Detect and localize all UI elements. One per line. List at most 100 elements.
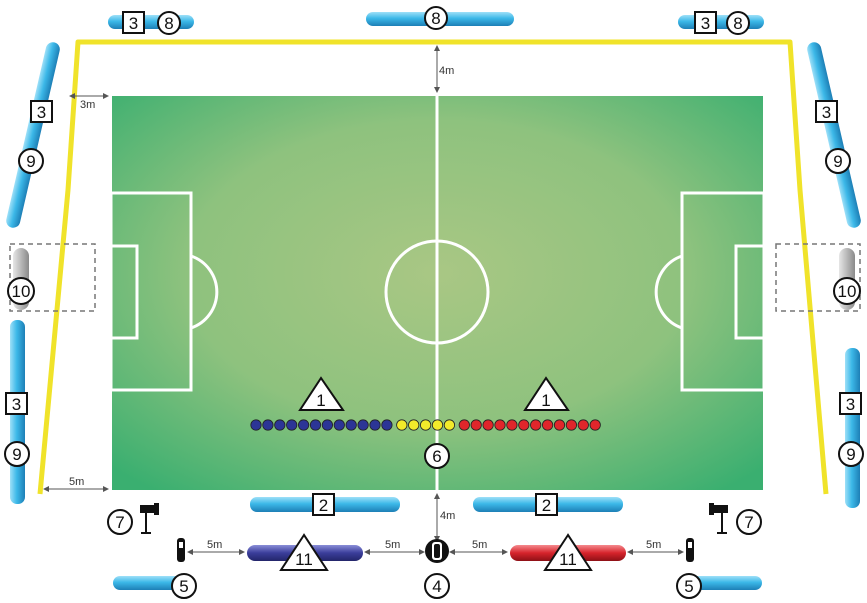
- microphone-icon: [686, 538, 694, 562]
- red-player-dot: [470, 419, 482, 431]
- marker-10-right-label: 10: [838, 282, 857, 301]
- marker-5-left-label: 5: [179, 577, 188, 596]
- marker-circle-8-top-center: 8: [424, 6, 448, 30]
- bottom-gap-label: 4m: [440, 510, 455, 522]
- yellow-official-dot: [408, 419, 420, 431]
- marker-square-3-right-lower: 3: [839, 392, 862, 415]
- red-player-dot: [577, 419, 589, 431]
- marker-8-top-center-label: 8: [431, 9, 440, 28]
- blue-player-dot: [274, 419, 286, 431]
- marker-circle-10-right: 10: [833, 277, 861, 305]
- marker-circle-9-left-upper: 9: [18, 148, 44, 174]
- blue-player-dot: [297, 419, 310, 431]
- bench-gap-label-2: 5m: [385, 539, 400, 551]
- left-goal-area: [109, 244, 139, 340]
- banner-right-upper: [807, 42, 861, 228]
- marker-10-left-label: 10: [12, 282, 31, 301]
- marker-3-left-upper-label: 3: [37, 103, 46, 122]
- marker-circle-6: 6: [424, 443, 450, 469]
- marker-circle-5-left: 5: [171, 573, 197, 599]
- marker-circle-9-left-lower: 9: [4, 441, 30, 467]
- center-circle: [384, 239, 490, 345]
- marker-5-right-label: 5: [684, 577, 693, 596]
- marker-circle-9-right-lower: 9: [838, 441, 864, 467]
- banner-right-lower: [845, 348, 860, 508]
- marker-square-2-right: 2: [535, 493, 558, 516]
- marker-circle-7-left: 7: [107, 509, 133, 535]
- marker-11-left-label: 11: [295, 550, 313, 569]
- microphone-icon: [177, 538, 185, 562]
- left-penalty-arc: [190, 254, 219, 330]
- blue-player-dot: [250, 419, 262, 431]
- banner-top-right: [678, 15, 764, 29]
- marker-3-top-left-label: 3: [129, 14, 138, 33]
- perimeter-boundary: [37, 39, 829, 495]
- red-player-dot: [458, 419, 470, 431]
- red-player-dot: [589, 419, 601, 431]
- marker-circle-10-left: 10: [7, 277, 35, 305]
- bench-gap-label-1: 5m: [207, 539, 222, 551]
- red-player-dot: [541, 419, 554, 431]
- marker-3-right-upper-label: 3: [822, 103, 831, 122]
- marker-circle-4: 4: [424, 573, 450, 599]
- blue-player-dot: [333, 419, 345, 431]
- yellow-official-dot: [443, 419, 455, 431]
- yellow-official-dot: [396, 419, 408, 431]
- red-player-dot: [530, 419, 542, 431]
- red-player-dot: [494, 419, 506, 431]
- top-gap-label: 4m: [439, 65, 454, 77]
- marker-4-label: 4: [432, 577, 441, 596]
- banner-top-left: [108, 15, 194, 29]
- referee-icon: [425, 539, 449, 563]
- right-penalty-arc: [654, 254, 683, 330]
- marker-triangle-11-right: 11: [543, 533, 593, 571]
- side-gap-label: 3m: [80, 99, 95, 111]
- marker-9-right-upper-label: 9: [833, 152, 842, 171]
- red-player-dot: [565, 419, 578, 431]
- marker-8-top-right-label: 8: [733, 14, 742, 33]
- marker-7-right-label: 7: [744, 513, 753, 532]
- marker-circle-8-top-left: 8: [157, 11, 181, 35]
- red-player-dot: [506, 419, 518, 431]
- blue-player-dot: [309, 419, 322, 431]
- blue-player-dot: [286, 419, 298, 431]
- marker-1-left-label: 1: [316, 391, 325, 410]
- marker-3-top-right-label: 3: [701, 14, 710, 33]
- marker-square-3-right-upper: 3: [815, 100, 838, 123]
- blue-player-dot: [381, 419, 393, 431]
- marker-square-3-top-left: 3: [122, 11, 145, 34]
- marker-circle-5-right: 5: [676, 573, 702, 599]
- marker-9-right-lower-label: 9: [846, 445, 855, 464]
- blue-player-dot: [345, 419, 357, 431]
- banner-left-upper: [6, 42, 60, 228]
- marker-square-3-top-right: 3: [694, 11, 717, 34]
- marker-2-left-label: 2: [319, 496, 328, 515]
- blue-player-dot: [262, 419, 274, 431]
- marker-triangle-11-left: 11: [279, 533, 329, 571]
- red-player-dot: [553, 419, 566, 431]
- marker-9-left-lower-label: 9: [12, 445, 21, 464]
- corner-gap-label: 5m: [69, 476, 84, 488]
- marker-2-right-label: 2: [542, 496, 551, 515]
- camera-icon: [140, 503, 159, 534]
- marker-3-right-lower-label: 3: [846, 395, 855, 414]
- marker-9-left-upper-label: 9: [26, 152, 35, 171]
- marker-11-right-label: 11: [559, 550, 577, 569]
- bench-gap-label-4: 5m: [646, 539, 661, 551]
- player-lineup: [250, 419, 601, 431]
- right-goal-zone: [775, 243, 861, 312]
- yellow-official-dot: [419, 419, 432, 431]
- marker-1-right-label: 1: [541, 391, 550, 410]
- blue-player-dot: [321, 419, 333, 431]
- bench-gap-label-3: 5m: [472, 539, 487, 551]
- marker-circle-7-right: 7: [736, 509, 762, 535]
- marker-square-3-left-upper: 3: [30, 100, 53, 123]
- yellow-official-dot: [431, 419, 444, 431]
- left-goal-zone: [9, 243, 96, 312]
- marker-triangle-1-right: 1: [523, 376, 570, 411]
- marker-circle-8-top-right: 8: [726, 11, 750, 35]
- marker-circle-9-right-upper: 9: [825, 148, 851, 174]
- marker-triangle-1-left: 1: [298, 376, 345, 411]
- camera-icon: [709, 503, 728, 534]
